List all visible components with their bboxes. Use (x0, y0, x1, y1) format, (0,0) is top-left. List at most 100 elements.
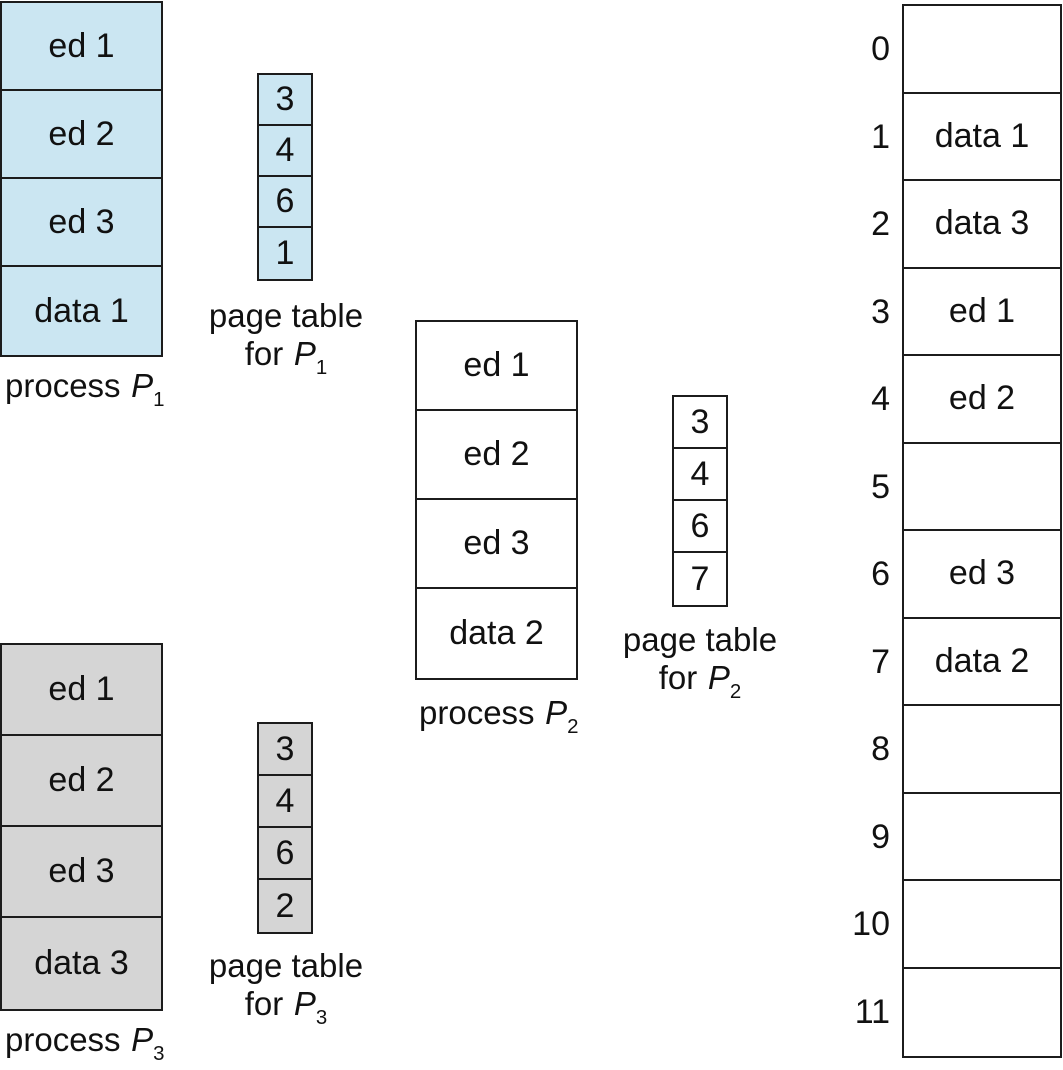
process-label-word: process (5, 1021, 121, 1058)
frame-content: data 3 (934, 204, 1030, 243)
frame-number: 0 (871, 30, 890, 69)
page-table-label-line1: page table (622, 621, 778, 658)
page-table-label-sub: 2 (729, 680, 742, 704)
page-row: ed 2 (2, 736, 161, 827)
memory-frame: data 2 (904, 618, 1060, 706)
page-label: ed 3 (463, 524, 530, 562)
page-label: ed 1 (48, 26, 115, 65)
page-row: data 2 (417, 589, 576, 678)
memory-frame (904, 881, 1060, 969)
memory-frame: ed 1 (904, 268, 1060, 356)
frame-content: data 2 (934, 641, 1030, 680)
process-label-var: P (131, 367, 154, 404)
memory-frame: data 1 (904, 93, 1060, 181)
page-table-label-word: for (244, 985, 284, 1022)
frame-content: data 1 (934, 116, 1030, 155)
process-label-sub: 2 (567, 715, 579, 739)
page-table-cell: 3 (259, 724, 311, 776)
memory-frame (904, 793, 1060, 881)
memory-frame-numbers: 0 1 2 3 4 5 6 7 8 9 10 11 (822, 6, 890, 1056)
process-p2-stack: ed 1 ed 2 ed 3 data 2 (415, 320, 578, 680)
page-label: ed 3 (48, 202, 115, 241)
frame-number: 2 (871, 205, 890, 244)
page-label: data 2 (449, 614, 544, 652)
page-table-entry: 7 (690, 559, 710, 598)
page-row: data 1 (2, 267, 161, 355)
page-label: ed 1 (463, 346, 530, 384)
frame-number: 11 (854, 992, 890, 1031)
page-table-p2: 3 4 6 7 (672, 395, 728, 607)
frame-number: 6 (871, 555, 890, 594)
page-label: ed 1 (48, 670, 115, 708)
page-table-cell: 1 (259, 228, 311, 279)
page-table-entry: 4 (690, 454, 710, 493)
page-table-cell: 4 (674, 449, 726, 501)
frame-number: 4 (871, 380, 890, 419)
process-p3-stack: ed 1 ed 2 ed 3 data 3 (0, 643, 163, 1011)
page-table-label-word: for (244, 335, 284, 372)
frame-number: 1 (871, 117, 890, 156)
process-label-var: P (545, 694, 568, 731)
page-table-cell: 2 (259, 880, 311, 932)
page-table-entry: 6 (690, 506, 710, 545)
process-label-word: process (419, 694, 535, 731)
page-label: ed 3 (48, 852, 115, 890)
frame-number: 8 (871, 730, 890, 769)
page-table-cell: 6 (259, 828, 311, 880)
page-row: ed 1 (2, 645, 161, 736)
page-row: ed 3 (2, 827, 161, 918)
page-row: ed 3 (417, 500, 576, 589)
page-label: data 3 (34, 944, 129, 982)
process-p2-label: process P2 (419, 694, 579, 737)
page-table-entry: 3 (690, 402, 710, 441)
page-table-cell: 4 (259, 776, 311, 828)
page-table-entry: 6 (275, 833, 295, 872)
page-table-p1: 3 4 6 1 (257, 73, 313, 281)
memory-frame (904, 706, 1060, 794)
page-table-entry: 3 (275, 729, 295, 768)
page-table-label-var: P (293, 985, 316, 1022)
page-label: data 1 (34, 291, 129, 330)
page-table-p3: 3 4 6 2 (257, 722, 313, 934)
process-label-sub: 1 (153, 388, 165, 412)
frame-number: 3 (871, 292, 890, 331)
frame-number: 10 (852, 905, 890, 944)
page-table-cell: 3 (259, 75, 311, 126)
process-label-sub: 3 (153, 1042, 165, 1066)
page-label: ed 2 (48, 114, 115, 153)
frame-number: 7 (871, 642, 890, 681)
memory-frame (904, 6, 1060, 94)
page-row: data 3 (2, 918, 161, 1009)
page-table-label-word: for (658, 659, 698, 696)
page-table-entry: 4 (275, 131, 295, 169)
process-p1-stack: ed 1 ed 2 ed 3 data 1 (0, 1, 163, 357)
page-table-entry: 3 (275, 80, 295, 118)
page-table-label-line1: page table (208, 947, 364, 984)
page-table-label-sub: 3 (315, 1006, 328, 1030)
page-table-cell: 6 (674, 501, 726, 553)
page-table-cell: 7 (674, 553, 726, 605)
page-row: ed 3 (2, 179, 161, 267)
memory-frame (904, 968, 1060, 1056)
memory-frame: data 3 (904, 181, 1060, 269)
page-table-entry: 2 (275, 886, 295, 925)
page-table-entry: 4 (275, 781, 295, 820)
memory-frame: ed 2 (904, 356, 1060, 444)
page-label: ed 2 (48, 761, 115, 799)
frame-content: ed 1 (948, 291, 1016, 330)
frame-number: 5 (871, 467, 890, 506)
frame-content: ed 3 (948, 554, 1016, 593)
page-table-cell: 3 (674, 397, 726, 449)
page-table-label-var: P (293, 335, 316, 372)
page-table-label-var: P (707, 659, 730, 696)
page-table-entry: 1 (275, 234, 295, 272)
